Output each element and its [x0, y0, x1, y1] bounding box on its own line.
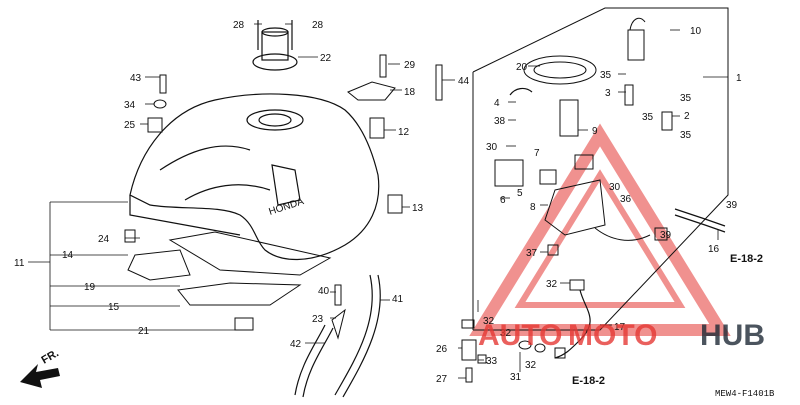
- callout-34: 34: [124, 100, 136, 111]
- callout-35-a: 35: [600, 70, 612, 81]
- callout-3: 3: [605, 88, 611, 99]
- callout-24: 24: [98, 234, 110, 245]
- callout-32-d: 32: [525, 360, 537, 371]
- callout-44: 44: [458, 76, 470, 87]
- reference-e-18-2-bottom: E-18-2: [572, 375, 605, 387]
- callout-8: 8: [530, 202, 536, 213]
- callout-28-left: 28: [233, 20, 245, 31]
- callout-1: 1: [736, 73, 742, 84]
- callout-4: 4: [494, 98, 500, 109]
- callout-2: 2: [684, 111, 690, 122]
- callout-labels: 1 2 3 4 5 6 7 8 9 10 11 12 13 14 15 16 1…: [14, 20, 742, 385]
- reference-e-18-2-right: E-18-2: [730, 253, 763, 265]
- fuel-tank-drawing: [129, 93, 380, 261]
- callout-17: 17: [614, 322, 626, 333]
- callout-20: 20: [516, 62, 528, 73]
- callout-32-a: 32: [483, 316, 495, 327]
- callout-23: 23: [312, 314, 324, 325]
- callout-18: 18: [404, 87, 416, 98]
- watermark-part-hub: HUB: [700, 319, 765, 352]
- callout-41: 41: [392, 294, 404, 305]
- callout-10: 10: [690, 26, 702, 37]
- callout-7: 7: [534, 148, 540, 159]
- callout-32-b: 32: [546, 279, 558, 290]
- callout-15: 15: [108, 302, 120, 313]
- callout-36: 36: [620, 194, 632, 205]
- callout-30-right: 30: [609, 182, 621, 193]
- callout-9: 9: [592, 126, 598, 137]
- watermark-text: AUTO MOTO HUB: [478, 319, 765, 352]
- fuel-pump-assembly-frame: [472, 7, 729, 331]
- tank-pads: [127, 231, 332, 331]
- callout-35-d: 35: [680, 130, 692, 141]
- callout-16: 16: [708, 244, 720, 255]
- callout-31: 31: [510, 372, 522, 383]
- pump-parts: [494, 17, 673, 291]
- callout-42: 42: [290, 339, 302, 350]
- diagram-code: MEW4-F1401B: [715, 389, 775, 399]
- callout-39-b: 39: [660, 230, 672, 241]
- watermark-logo: [469, 123, 731, 336]
- callout-21: 21: [138, 326, 150, 337]
- callout-35-c: 35: [642, 112, 654, 123]
- callout-33: 33: [486, 356, 498, 367]
- callout-39-a: 39: [726, 200, 738, 211]
- callout-28-right: 28: [312, 20, 324, 31]
- fuel-cap-drawing: [252, 20, 298, 71]
- front-direction-arrow: [20, 364, 60, 388]
- watermark-part-auto: AUTO: [478, 319, 562, 352]
- callout-25: 25: [124, 120, 136, 131]
- callout-11: 11: [14, 258, 25, 269]
- callout-13: 13: [412, 203, 424, 214]
- callout-38: 38: [494, 116, 506, 127]
- callout-37: 37: [526, 248, 538, 259]
- callout-27: 27: [436, 374, 448, 385]
- leader-lines: [28, 23, 728, 379]
- callout-29: 29: [404, 60, 416, 71]
- callout-12: 12: [398, 127, 410, 138]
- callout-5: 5: [517, 188, 523, 199]
- reference-labels: E-18-2 E-18-2: [572, 253, 763, 387]
- watermark-part-moto: MOTO: [568, 319, 657, 352]
- callout-40: 40: [318, 286, 330, 297]
- callout-30-left: 30: [486, 142, 498, 153]
- callout-22: 22: [320, 53, 332, 64]
- small-parts: [124, 54, 443, 340]
- direction-label: FR.: [40, 347, 61, 366]
- hoses: [294, 87, 726, 398]
- callout-19: 19: [84, 282, 96, 293]
- callout-14: 14: [62, 250, 74, 261]
- bolt-parts: [461, 319, 566, 383]
- callout-6: 6: [500, 195, 506, 206]
- callout-26: 26: [436, 344, 448, 355]
- callout-35-b: 35: [680, 93, 692, 104]
- callout-32-c: 32: [500, 328, 512, 339]
- callout-43: 43: [130, 73, 142, 84]
- tank-brand-text: HONDA: [268, 196, 306, 218]
